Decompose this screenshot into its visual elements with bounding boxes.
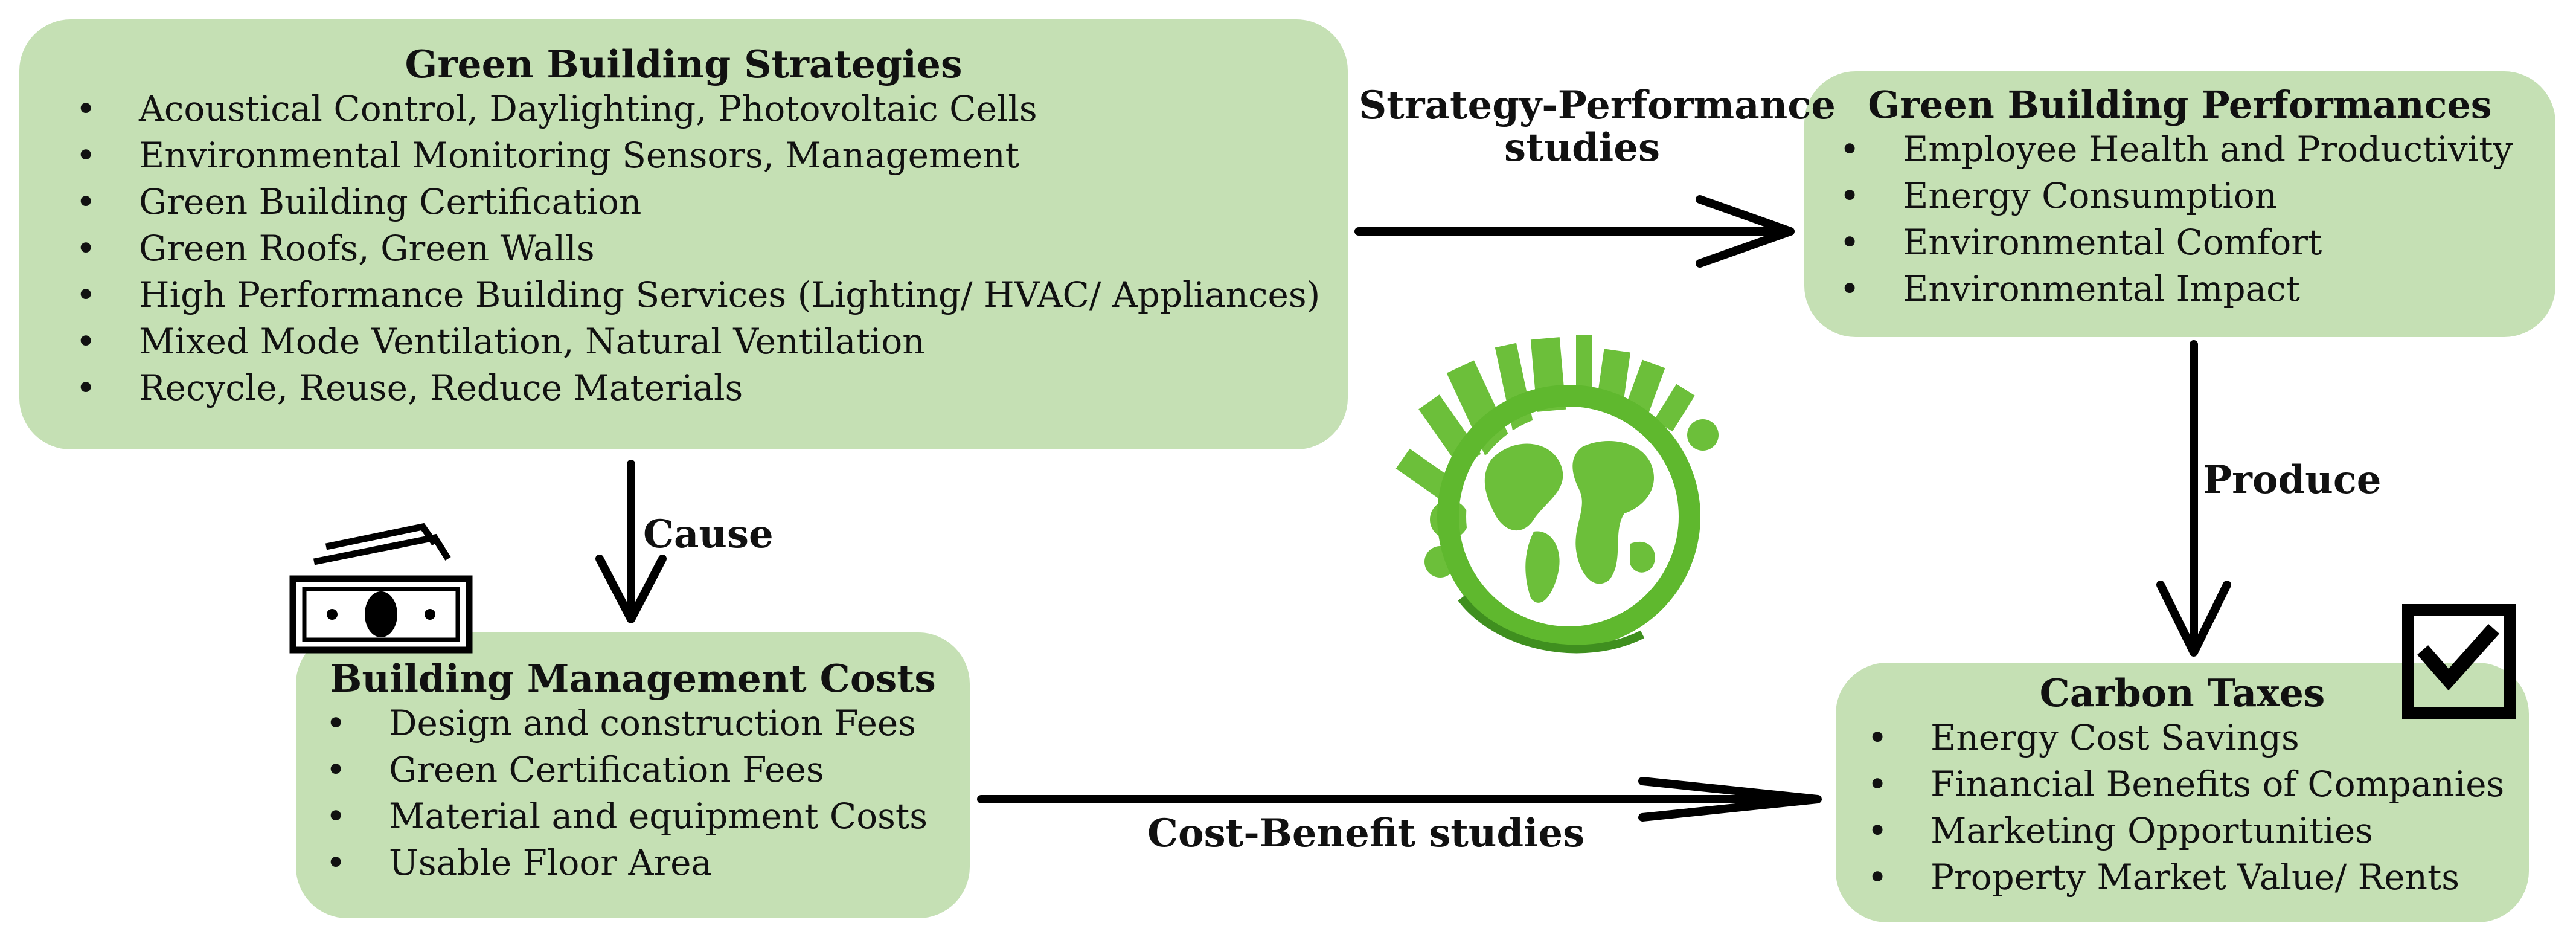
list-item: Property Market Value/ Rents — [1867, 854, 2529, 901]
cost-benefit-arrow — [977, 777, 1822, 822]
list-item: Acoustical Control, Daylighting, Photovo… — [75, 86, 1348, 132]
strategies-title: Green Building Strategies — [405, 42, 963, 86]
checkbox-icon — [2402, 604, 2516, 719]
list-item: Material and equipment Costs — [325, 793, 970, 840]
list-item: Green Roofs, Green Walls — [75, 225, 1348, 272]
taxes-list: Energy Cost Savings Financial Benefits o… — [1836, 715, 2529, 901]
list-item: Environmental Comfort — [1839, 219, 2555, 266]
strategy-performance-label-line2: studies — [1504, 125, 1660, 171]
performances-box: Green Building Performances Employee Hea… — [1804, 71, 2555, 337]
performances-title: Green Building Performances — [1868, 83, 2492, 127]
list-item: Environmental Impact — [1839, 266, 2555, 312]
list-item: Green Certification Fees — [325, 747, 970, 793]
strategy-performance-arrow — [1354, 195, 1795, 268]
list-item: Recycle, Reuse, Reduce Materials — [75, 365, 1348, 411]
list-item: Energy Cost Savings — [1867, 715, 2529, 761]
list-item: Mixed Mode Ventilation, Natural Ventilat… — [75, 318, 1348, 365]
cost-benefit-label: Cost-Benefit studies — [1147, 811, 1585, 856]
cause-label: Cause — [643, 512, 774, 557]
list-item: High Performance Building Services (Ligh… — [75, 272, 1348, 318]
produce-label: Produce — [2203, 457, 2382, 503]
strategy-performance-label: Strategy-Performance studies — [1359, 83, 1836, 171]
produce-arrow — [2156, 340, 2231, 657]
performances-list: Employee Health and Productivity Energy … — [1804, 126, 2555, 312]
strategies-list: Acoustical Control, Daylighting, Photovo… — [19, 86, 1348, 411]
costs-box: Building Management Costs Design and con… — [296, 632, 970, 918]
costs-title: Building Management Costs — [330, 656, 936, 701]
taxes-title: Carbon Taxes — [2039, 671, 2325, 715]
taxes-box: Carbon Taxes Energy Cost Savings Financi… — [1836, 663, 2529, 922]
list-item: Employee Health and Productivity — [1839, 126, 2555, 173]
costs-list: Design and construction Fees Green Certi… — [296, 700, 970, 886]
list-item: Green Building Certification — [75, 179, 1348, 225]
list-item: Design and construction Fees — [325, 700, 970, 747]
list-item: Energy Consumption — [1839, 173, 2555, 219]
list-item: Environmental Monitoring Sensors, Manage… — [75, 132, 1348, 179]
green-earth-city-icon — [1395, 326, 1741, 671]
strategies-box: Green Building Strategies Acoustical Con… — [19, 19, 1348, 449]
cause-arrow — [595, 460, 667, 623]
list-item: Usable Floor Area — [325, 840, 970, 886]
money-icon — [289, 523, 473, 654]
list-item: Financial Benefits of Companies — [1867, 761, 2529, 808]
strategy-performance-label-line1: Strategy-Performance — [1359, 83, 1836, 128]
list-item: Marketing Opportunities — [1867, 808, 2529, 854]
